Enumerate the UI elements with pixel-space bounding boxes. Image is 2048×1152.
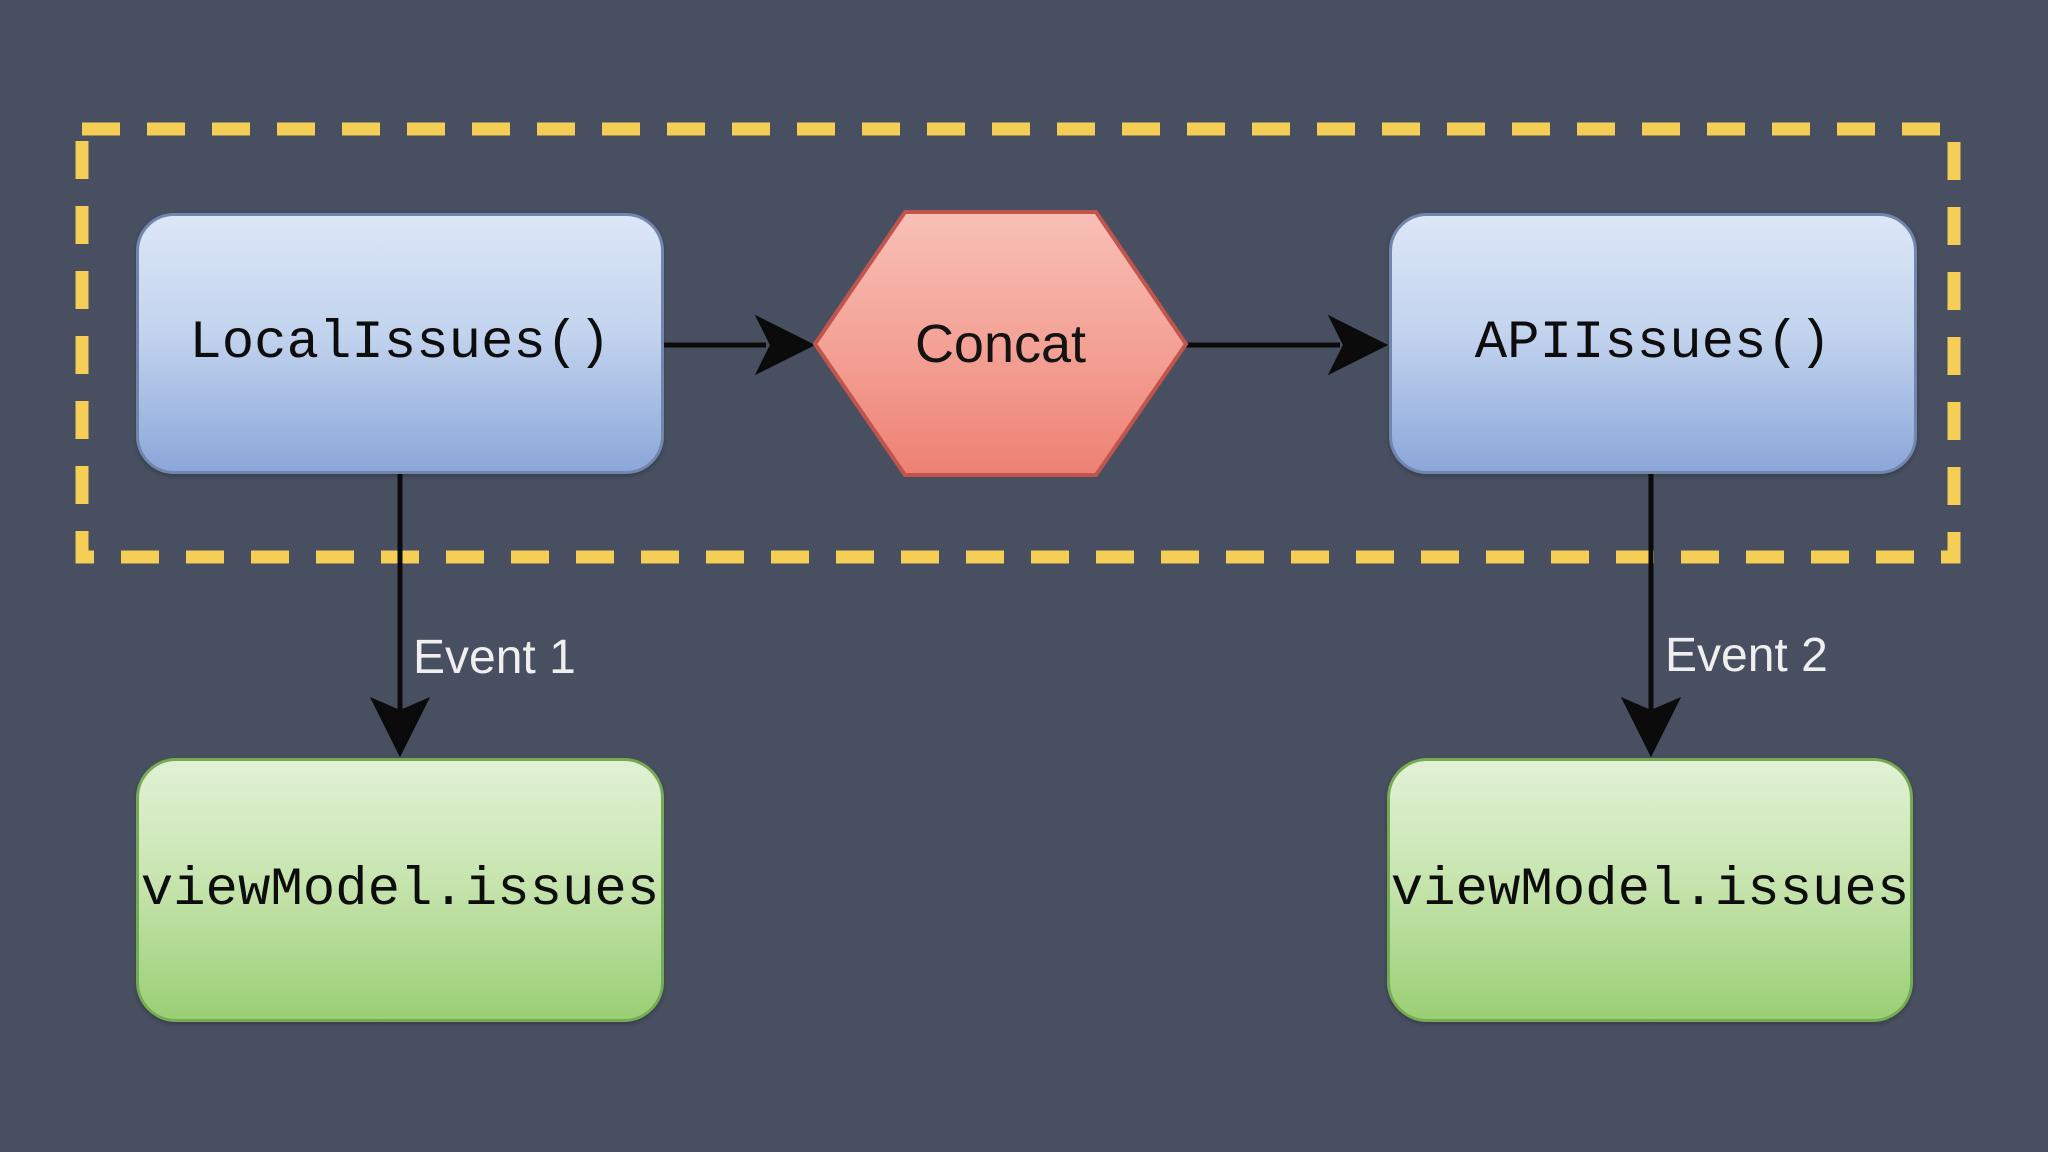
node-viewmodel-issues-right: viewModel.issues [1387, 758, 1913, 1022]
arrow-local-to-concat-head [754, 314, 816, 376]
node-local-issues-label: LocalIssues() [189, 313, 611, 374]
edge-label-event1: Event 1 [413, 631, 576, 684]
edge-label-event2: Event 2 [1665, 629, 1828, 682]
node-viewmodel-issues-left-label: viewModel.issues [140, 859, 660, 921]
arrow-event1-head [369, 697, 431, 758]
node-viewmodel-issues-right-label: viewModel.issues [1390, 859, 1910, 921]
arrow-concat-to-api-head [1327, 314, 1389, 376]
observables-group-dashed-border [75, 122, 1961, 564]
node-local-issues: LocalIssues() [136, 213, 664, 474]
node-viewmodel-issues-left: viewModel.issues [136, 758, 664, 1022]
concat-hexagon [812, 210, 1189, 477]
node-api-issues-label: APIIssues() [1474, 313, 1832, 374]
node-api-issues: APIIssues() [1389, 213, 1917, 474]
arrow-event2-head [1620, 697, 1682, 758]
